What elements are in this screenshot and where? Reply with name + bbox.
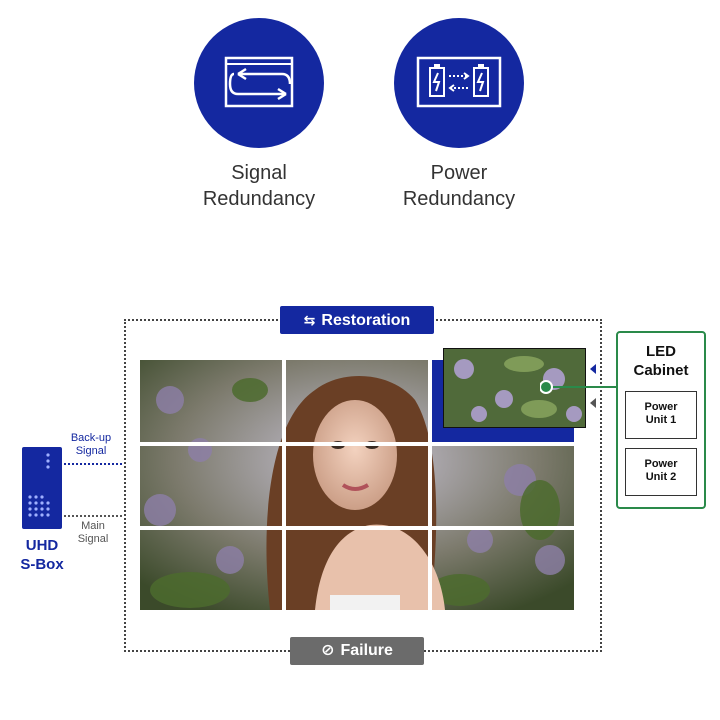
power-redundancy-icon: [394, 18, 524, 148]
uhd-sbox: [22, 447, 62, 529]
signal-redundancy-icon: [194, 18, 324, 148]
cabinet-connector: [540, 380, 618, 394]
swap-arrows-icon: ⇆: [303, 312, 316, 328]
signal-lines: [60, 463, 124, 517]
prohibited-icon: ⊘: [321, 642, 335, 659]
failure-badge: ⊘Failure: [290, 637, 424, 665]
video-wall: [140, 360, 574, 610]
arrow-left-icon: [590, 364, 596, 408]
restoration-badge: ⇆Restoration: [280, 306, 434, 334]
